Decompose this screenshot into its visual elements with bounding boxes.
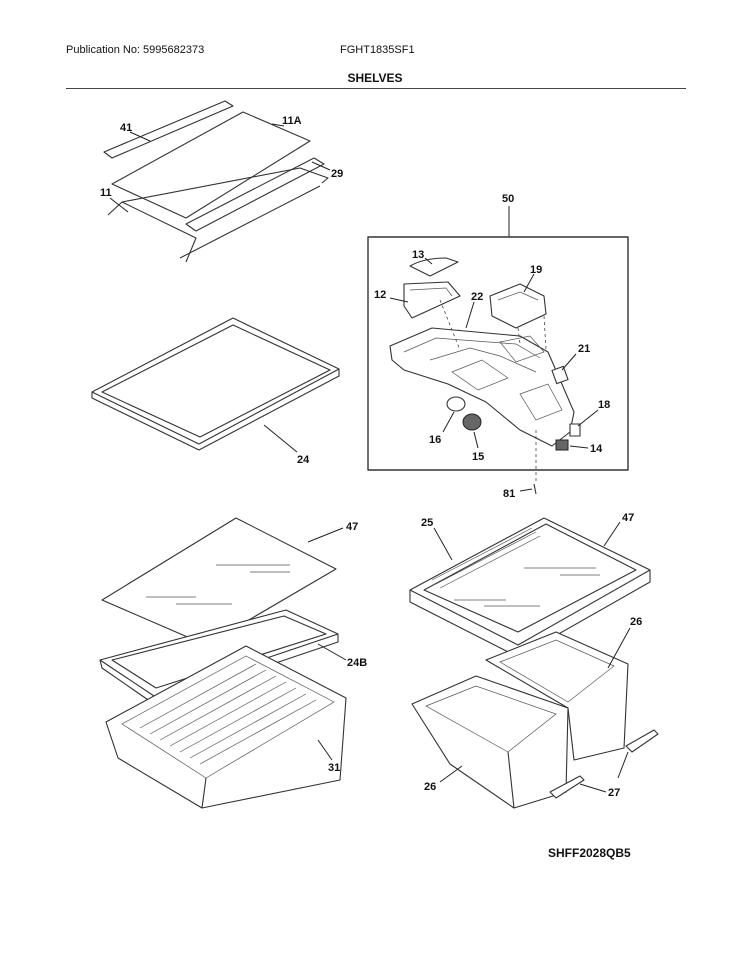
shelf-24-top bbox=[91, 317, 340, 445]
callout-47-right: 47 bbox=[622, 512, 634, 524]
shelf-trim-front bbox=[185, 157, 325, 232]
callout-21: 21 bbox=[578, 343, 590, 355]
shelf-24 bbox=[91, 317, 340, 451]
callout-11: 11 bbox=[100, 187, 112, 199]
crisper-right-assembly bbox=[409, 517, 659, 809]
callout-11a: 11A bbox=[282, 115, 302, 127]
part-27-slide-b bbox=[625, 729, 659, 753]
callout-81: 81 bbox=[503, 488, 515, 500]
callout-26-front: 26 bbox=[424, 781, 436, 793]
callout-19: 19 bbox=[530, 264, 542, 276]
shelf-frame-left bbox=[107, 201, 197, 263]
cover-vent-slots bbox=[431, 527, 541, 589]
part-14-switch bbox=[555, 439, 569, 451]
callout-31: 31 bbox=[328, 762, 340, 774]
callout-27: 27 bbox=[608, 787, 620, 799]
callout-14: 14 bbox=[590, 443, 603, 455]
header-rule bbox=[66, 88, 686, 89]
part-27-slide-a bbox=[549, 775, 585, 799]
callout-26-rear: 26 bbox=[630, 616, 642, 628]
callout-12: 12 bbox=[374, 289, 386, 301]
part-12-bin bbox=[403, 281, 461, 319]
shelf-trim-rear bbox=[103, 100, 234, 159]
callout-18: 18 bbox=[598, 399, 610, 411]
diagram-code: SHFF2028QB5 bbox=[548, 846, 631, 860]
callout-47-left: 47 bbox=[346, 521, 358, 533]
callout-29: 29 bbox=[331, 168, 343, 180]
crisper-left-assembly bbox=[99, 517, 347, 809]
callout-24b: 24B bbox=[347, 657, 367, 669]
part-13-handle bbox=[409, 257, 459, 277]
callout-16: 16 bbox=[429, 434, 441, 446]
part-81-screw bbox=[533, 483, 537, 495]
callout-41: 41 bbox=[120, 122, 132, 134]
drawer-ribs bbox=[139, 663, 317, 765]
part-15-motor bbox=[462, 413, 482, 431]
part-18-clip bbox=[569, 423, 581, 437]
assembly-box bbox=[367, 236, 629, 471]
part-19-module bbox=[489, 283, 547, 329]
glass-shelf-assembly bbox=[103, 100, 329, 263]
crisper-glass-47 bbox=[101, 517, 337, 646]
callout-24: 24 bbox=[297, 454, 310, 466]
shelf-glass bbox=[111, 111, 311, 219]
callout-50: 50 bbox=[502, 193, 514, 205]
model-number: FGHT1835SF1 bbox=[340, 44, 415, 56]
callout-13: 13 bbox=[412, 249, 424, 261]
callout-22: 22 bbox=[471, 291, 483, 303]
shelf-frame-rear bbox=[121, 167, 329, 203]
callout-25: 25 bbox=[421, 517, 433, 529]
publication-number: Publication No: 5995682373 bbox=[66, 44, 205, 56]
section-title: SHELVES bbox=[347, 71, 403, 85]
housing-assembly bbox=[389, 257, 581, 484]
callout-15: 15 bbox=[472, 451, 484, 463]
part-21-bracket bbox=[551, 365, 569, 385]
part-16-gear bbox=[446, 396, 466, 412]
